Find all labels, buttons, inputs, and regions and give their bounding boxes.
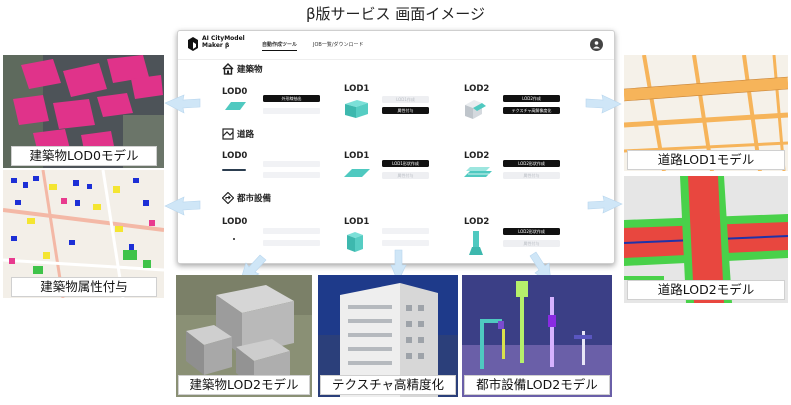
road-lod1-label: LOD1 — [344, 151, 370, 161]
arrow-to-road-lod1 — [585, 94, 622, 114]
app-window: AI CityModel Maker β 自動作成ツール JOB一覧/ダウンロー… — [177, 30, 615, 264]
caption-texture: テクスチャ高精度化 — [320, 375, 456, 395]
app-logo-icon — [188, 37, 198, 51]
tab-job-list[interactable]: JOB一覧/ダウンロード — [313, 42, 364, 48]
arrow-to-texture — [390, 249, 407, 283]
building-attr-image — [3, 170, 164, 298]
road-lod0-placeholder-2 — [263, 172, 320, 178]
facility-lod2-attr-button[interactable]: 属性付与 — [503, 240, 560, 247]
building-lod0-placeholder — [263, 108, 320, 114]
arrow-to-building-lod0 — [164, 94, 201, 114]
extract-outline-button[interactable]: 外形線抽出 — [263, 95, 320, 102]
app-logo-text: AI CityModel Maker β — [202, 35, 252, 49]
facility-lod0-placeholder-2 — [263, 240, 320, 246]
building-lod2-label: LOD2 — [464, 84, 490, 94]
building-lod2-thumb — [465, 100, 486, 119]
texture-preview: テクスチャ高精度化 — [318, 275, 458, 397]
facility-lod1-placeholder-1 — [382, 228, 429, 234]
road-lod0-label: LOD0 — [222, 151, 248, 161]
section-title-facility: 都市設備 — [237, 194, 272, 204]
caption-building-attr: 建築物属性付与 — [11, 277, 157, 297]
facility-lod2-thumb — [469, 231, 483, 255]
page-title: β版サービス 画面イメージ — [305, 5, 486, 23]
facility-lod1-label: LOD1 — [344, 217, 370, 227]
building-lod0-label: LOD0 — [222, 87, 248, 97]
facility-lod2-label: LOD2 — [464, 217, 490, 227]
road-lod1-attr-button[interactable]: 属性付与 — [382, 172, 429, 179]
arrow-to-road-lod2 — [587, 195, 623, 214]
building-attr-preview: 建築物属性付与 — [3, 170, 164, 298]
building-lod0-preview: 建築物LOD0モデル — [3, 55, 164, 168]
road-lod2-preview: 道路LOD2モデル — [624, 176, 788, 303]
section-title-building: 建築物 — [237, 65, 263, 75]
facility-lod1-thumb — [347, 232, 363, 252]
caption-building-lod0: 建築物LOD0モデル — [11, 146, 157, 166]
attribute-assign-button[interactable]: 属性付与 — [382, 107, 429, 114]
building-lod1-create-button[interactable]: LOD1作成 — [382, 96, 429, 103]
texture-upscale-button[interactable]: テクスチャ高解像度化 — [503, 107, 560, 114]
road-lod2-create-button[interactable]: LOD2形状作成 — [503, 160, 560, 167]
building-lod2-create-button[interactable]: LOD2作成 — [503, 95, 560, 102]
road-lod2-label: LOD2 — [464, 151, 490, 161]
caption-building-lod2: 建築物LOD2モデル — [178, 375, 310, 395]
caption-road-lod1: 道路LOD1モデル — [627, 150, 785, 170]
tab-auto-tool[interactable]: 自動作成ツール — [262, 41, 298, 51]
house-icon — [222, 63, 234, 75]
arrow-to-building-attr — [164, 196, 201, 216]
road-lod2-attr-button[interactable]: 属性付与 — [503, 172, 560, 179]
signpost-icon — [222, 192, 234, 204]
user-icon — [593, 41, 600, 49]
facility-lod0-thumb — [233, 238, 235, 240]
road-lod0-placeholder-1 — [263, 161, 320, 167]
avatar-button[interactable] — [590, 38, 603, 51]
caption-facility-lod2: 都市設備LOD2モデル — [464, 375, 610, 395]
road-lod1-thumb — [344, 169, 370, 177]
road-lod2-thumb — [464, 167, 492, 177]
facility-lod1-placeholder-2 — [382, 240, 429, 246]
road-icon — [222, 128, 234, 140]
building-lod2-preview: 建築物LOD2モデル — [176, 275, 312, 397]
facility-lod0-placeholder-1 — [263, 228, 320, 234]
facility-lod2-preview: 都市設備LOD2モデル — [462, 275, 612, 397]
facility-lod0-label: LOD0 — [222, 217, 248, 227]
logo-line-2: Maker β — [202, 42, 230, 49]
caption-road-lod2: 道路LOD2モデル — [627, 280, 785, 300]
building-lod1-label: LOD1 — [344, 84, 370, 94]
texture-image — [318, 275, 458, 397]
road-lod1-create-button[interactable]: LOD1形状作成 — [382, 160, 429, 167]
building-lod1-thumb — [345, 100, 368, 118]
road-lod0-thumb — [222, 169, 246, 171]
section-title-road: 道路 — [237, 130, 255, 140]
building-lod0-thumb — [225, 102, 246, 110]
logo-line-1: AI CityModel — [202, 35, 245, 42]
app-header: AI CityModel Maker β 自動作成ツール JOB一覧/ダウンロー… — [178, 31, 614, 60]
road-lod1-preview: 道路LOD1モデル — [624, 55, 788, 171]
facility-lod2-create-button[interactable]: LOD2形状作成 — [503, 228, 560, 235]
